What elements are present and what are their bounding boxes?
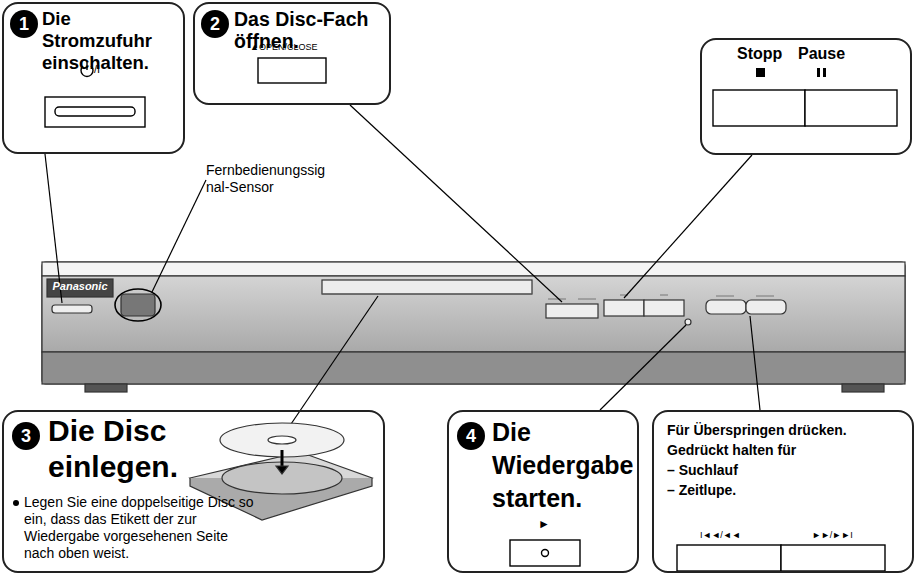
note-text: Legen Sie eine doppelseitige Disc so ein… xyxy=(24,494,262,562)
part-label: Fernbedienungssig nal-Sensor xyxy=(206,162,346,196)
callout-box: StoppPause xyxy=(700,38,912,155)
button-label: /I xyxy=(94,63,134,76)
callout-box: 3 Die Disc einlegen. Legen Sie eine doppel… xyxy=(2,410,385,573)
callout-box: 1Die Stromzufuhr einschalten./I xyxy=(2,2,185,154)
callout-number: 1 xyxy=(10,10,38,38)
callout-number: 3 xyxy=(12,422,40,450)
callout-box: 2Das Disc-Fach öffnen.▲OPEN/CLOSE xyxy=(193,2,391,105)
callout-heading: Gedrückt halten für xyxy=(667,440,907,460)
skip-buttons xyxy=(677,545,885,571)
callout-heading: – Zeitlupe. xyxy=(667,480,907,500)
callout-heading: – Suchlauf xyxy=(667,460,907,480)
callout-heading: Die Stromzufuhr einschalten. xyxy=(42,8,182,74)
callout-heading: Für Überspringen drücken. xyxy=(667,420,907,440)
callout-heading: Die Disc einlegen. xyxy=(48,413,208,485)
button-label: ► xyxy=(538,517,558,531)
callout-box: Für Überspringen drücken.Gedrückt halten… xyxy=(652,410,914,573)
brand-logo: Panasonic xyxy=(50,280,110,293)
dvd-player xyxy=(42,262,905,392)
button-label: I◄◄/◄◄ xyxy=(700,530,770,541)
button-label: ▲OPEN/CLOSE xyxy=(250,42,350,53)
callout-box: 4Die Wiedergabe starten. ► xyxy=(447,410,639,573)
button-label: ►►/►►I xyxy=(812,530,882,541)
callout-heading: Pause xyxy=(798,44,858,63)
play-button xyxy=(510,540,580,566)
callout-heading: Stopp xyxy=(737,44,797,63)
callout-number: 4 xyxy=(457,422,485,450)
callout-number: 2 xyxy=(201,10,229,38)
open-close-button xyxy=(258,58,326,83)
stop-pause-buttons xyxy=(713,68,897,126)
leader-lines xyxy=(45,105,760,452)
callout-heading: Die Wiedergabe starten. xyxy=(492,416,634,515)
